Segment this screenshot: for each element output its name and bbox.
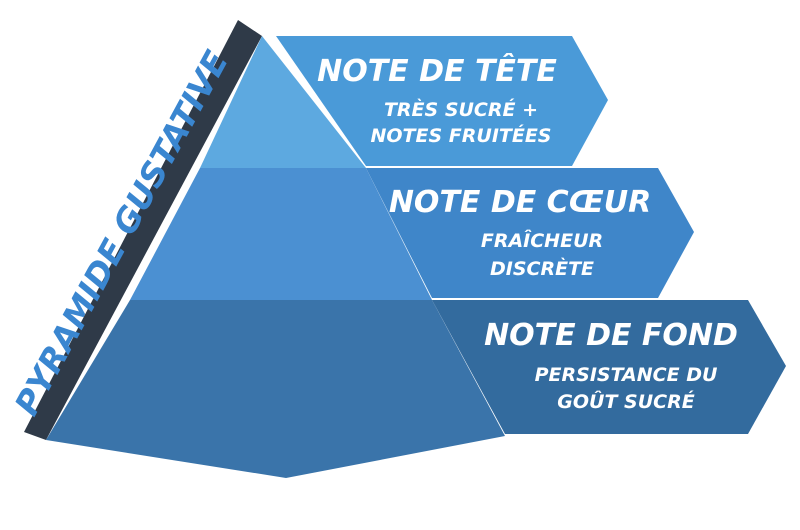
- tier-top-line1: TRÈS SUCRÉ +: [384, 98, 538, 121]
- pyramid-tier-bottom: [46, 300, 505, 478]
- tier-bottom-line2: GOÛT SUCRÉ: [557, 389, 694, 413]
- banner-bottom: [432, 300, 786, 434]
- tier-middle-title: NOTE DE CŒUR: [389, 185, 651, 220]
- tier-bottom-line1: PERSISTANCE DU: [535, 364, 718, 386]
- tier-bottom-title: NOTE DE FOND: [484, 318, 738, 353]
- pyramid-tier-middle: [130, 168, 432, 300]
- pyramid-tier-top: [200, 36, 366, 168]
- pyramid-shadow: [24, 20, 262, 440]
- tier-middle-line2: DISCRÈTE: [490, 257, 594, 280]
- banner-top: [276, 36, 608, 166]
- tier-top-line2: NOTES FRUITÉES: [370, 124, 551, 147]
- tier-middle-line1: FRAÎCHEUR: [481, 229, 603, 252]
- banner-middle: [366, 168, 694, 298]
- tier-top-title: NOTE DE TÊTE: [317, 53, 557, 89]
